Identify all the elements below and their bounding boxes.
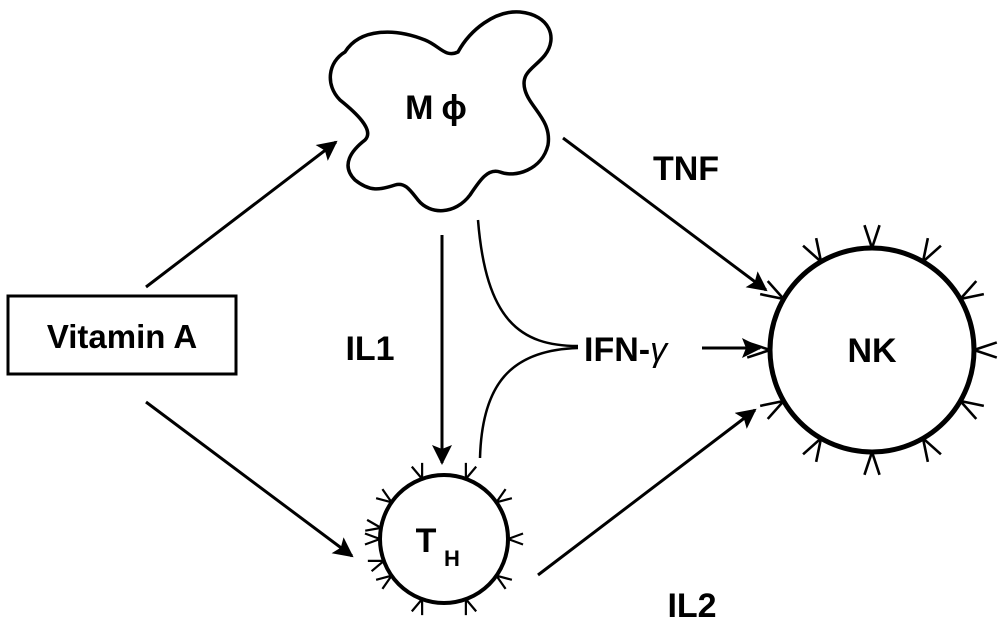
ifn-label: IFN- [584, 331, 650, 369]
vitamin-a-node: Vitamin A [6, 294, 238, 376]
curve-macrophage-to-ifn [476, 219, 579, 348]
receptor-spike [410, 598, 423, 613]
receptor-spike [766, 280, 785, 300]
receptor-spike [960, 292, 985, 301]
receptor-spike [863, 451, 874, 476]
receptor-spike [870, 224, 881, 249]
receptor-spike [364, 537, 381, 546]
receptor-spike [973, 348, 998, 359]
receptor-spike [802, 244, 822, 263]
receptor-spike [921, 237, 930, 262]
receptor-spike [410, 465, 423, 480]
receptor-spike [746, 348, 771, 359]
arrow-vitamin-a-to-macrophage [145, 140, 338, 289]
receptor-spike [381, 488, 393, 503]
receptor-spike [766, 400, 785, 420]
receptor-spike [375, 497, 392, 504]
receptor-spike [495, 488, 507, 503]
th-cell-node: T H [364, 462, 524, 616]
receptor-spike [465, 598, 478, 613]
receptor-spike [863, 224, 874, 249]
receptor-spike [759, 292, 784, 301]
receptor-spike [381, 575, 393, 590]
nk-label: NK [847, 332, 897, 370]
receptor-spike [870, 451, 881, 476]
gamma-symbol: γ [650, 331, 669, 369]
receptor-spike [375, 574, 392, 581]
receptor-spike [496, 574, 513, 581]
receptor-spike [507, 537, 524, 546]
phi-symbol: ϕ [441, 89, 466, 127]
th-cell-receptors [364, 462, 524, 616]
th-subscript: H [444, 546, 460, 571]
receptor-spike [366, 518, 382, 529]
receptor-spike [495, 575, 507, 590]
arrow-th-to-nk [537, 408, 757, 577]
receptor-spike [496, 497, 513, 504]
nk-cell-receptors [746, 224, 998, 476]
svg-text:Mϕ: Mϕ [405, 89, 467, 127]
receptor-spike [507, 532, 524, 541]
vitamin-a-label: Vitamin A [47, 318, 197, 355]
arrow-macrophage-to-nk [562, 136, 768, 292]
receptor-spike [922, 437, 942, 456]
macrophage-label: M [405, 89, 433, 127]
receptor-spike [973, 341, 998, 352]
th-label: T [416, 522, 437, 560]
receptor-spike [814, 237, 823, 262]
svg-text:IFN-γ: IFN-γ [584, 331, 669, 369]
receptor-spike [370, 560, 385, 573]
receptor-spike [960, 399, 985, 408]
receptor-spike [365, 526, 382, 532]
il2-label: IL2 [667, 587, 716, 625]
receptor-spike [959, 280, 978, 300]
receptor-spike [802, 437, 822, 456]
curve-th-to-ifn [478, 346, 579, 459]
nk-cell-node: NK [746, 224, 998, 476]
receptor-spike [814, 438, 823, 463]
arrow-vitamin-a-to-th [145, 400, 354, 558]
receptor-spike [465, 465, 478, 480]
macrophage-blob [328, 10, 553, 213]
vitamin-a-box [6, 294, 238, 376]
receptor-spike [922, 244, 942, 263]
receptor-spike [364, 532, 381, 541]
svg-text:T: T [416, 522, 437, 560]
il1-label: IL1 [345, 330, 394, 368]
th-cell-circle [378, 473, 510, 605]
tnf-label: TNF [653, 150, 719, 188]
receptor-spike [759, 399, 784, 408]
receptor-spike [959, 400, 978, 420]
receptor-spike [921, 438, 930, 463]
